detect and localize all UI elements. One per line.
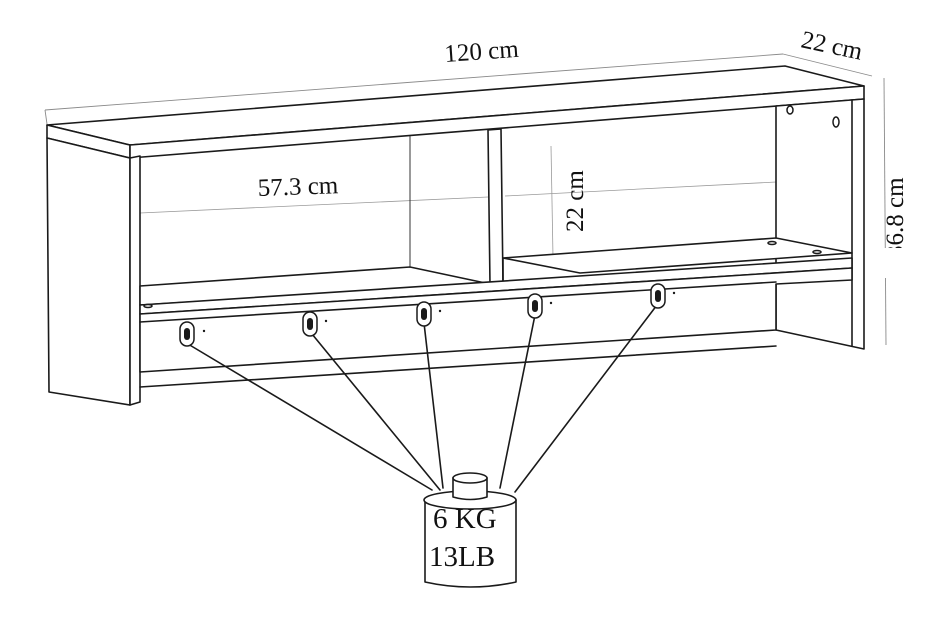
hook-1 [179, 321, 206, 347]
middle-divider [487, 128, 504, 286]
weight-kg-label: 6 KG [433, 503, 497, 535]
width-label: 120 cm [444, 36, 521, 68]
right-side-panel [775, 98, 865, 350]
hook-4 [527, 293, 553, 319]
hook-2 [302, 311, 328, 337]
right-compartment-shelf [502, 237, 853, 285]
compartment-width-label: 57.3 cm [257, 172, 339, 202]
weight-block [423, 472, 517, 588]
load-strings [187, 304, 658, 493]
hook-5 [650, 283, 676, 309]
height-label: 36.8 cm [882, 177, 909, 258]
dimension-lines [44, 53, 887, 346]
compartment-height-label: 22 cm [562, 170, 589, 232]
top-board [46, 65, 865, 159]
height-label-clip [880, 248, 946, 278]
weight-lb-label: 13LB [429, 541, 495, 573]
hook-3 [416, 301, 442, 327]
left-side-panel [46, 137, 141, 406]
